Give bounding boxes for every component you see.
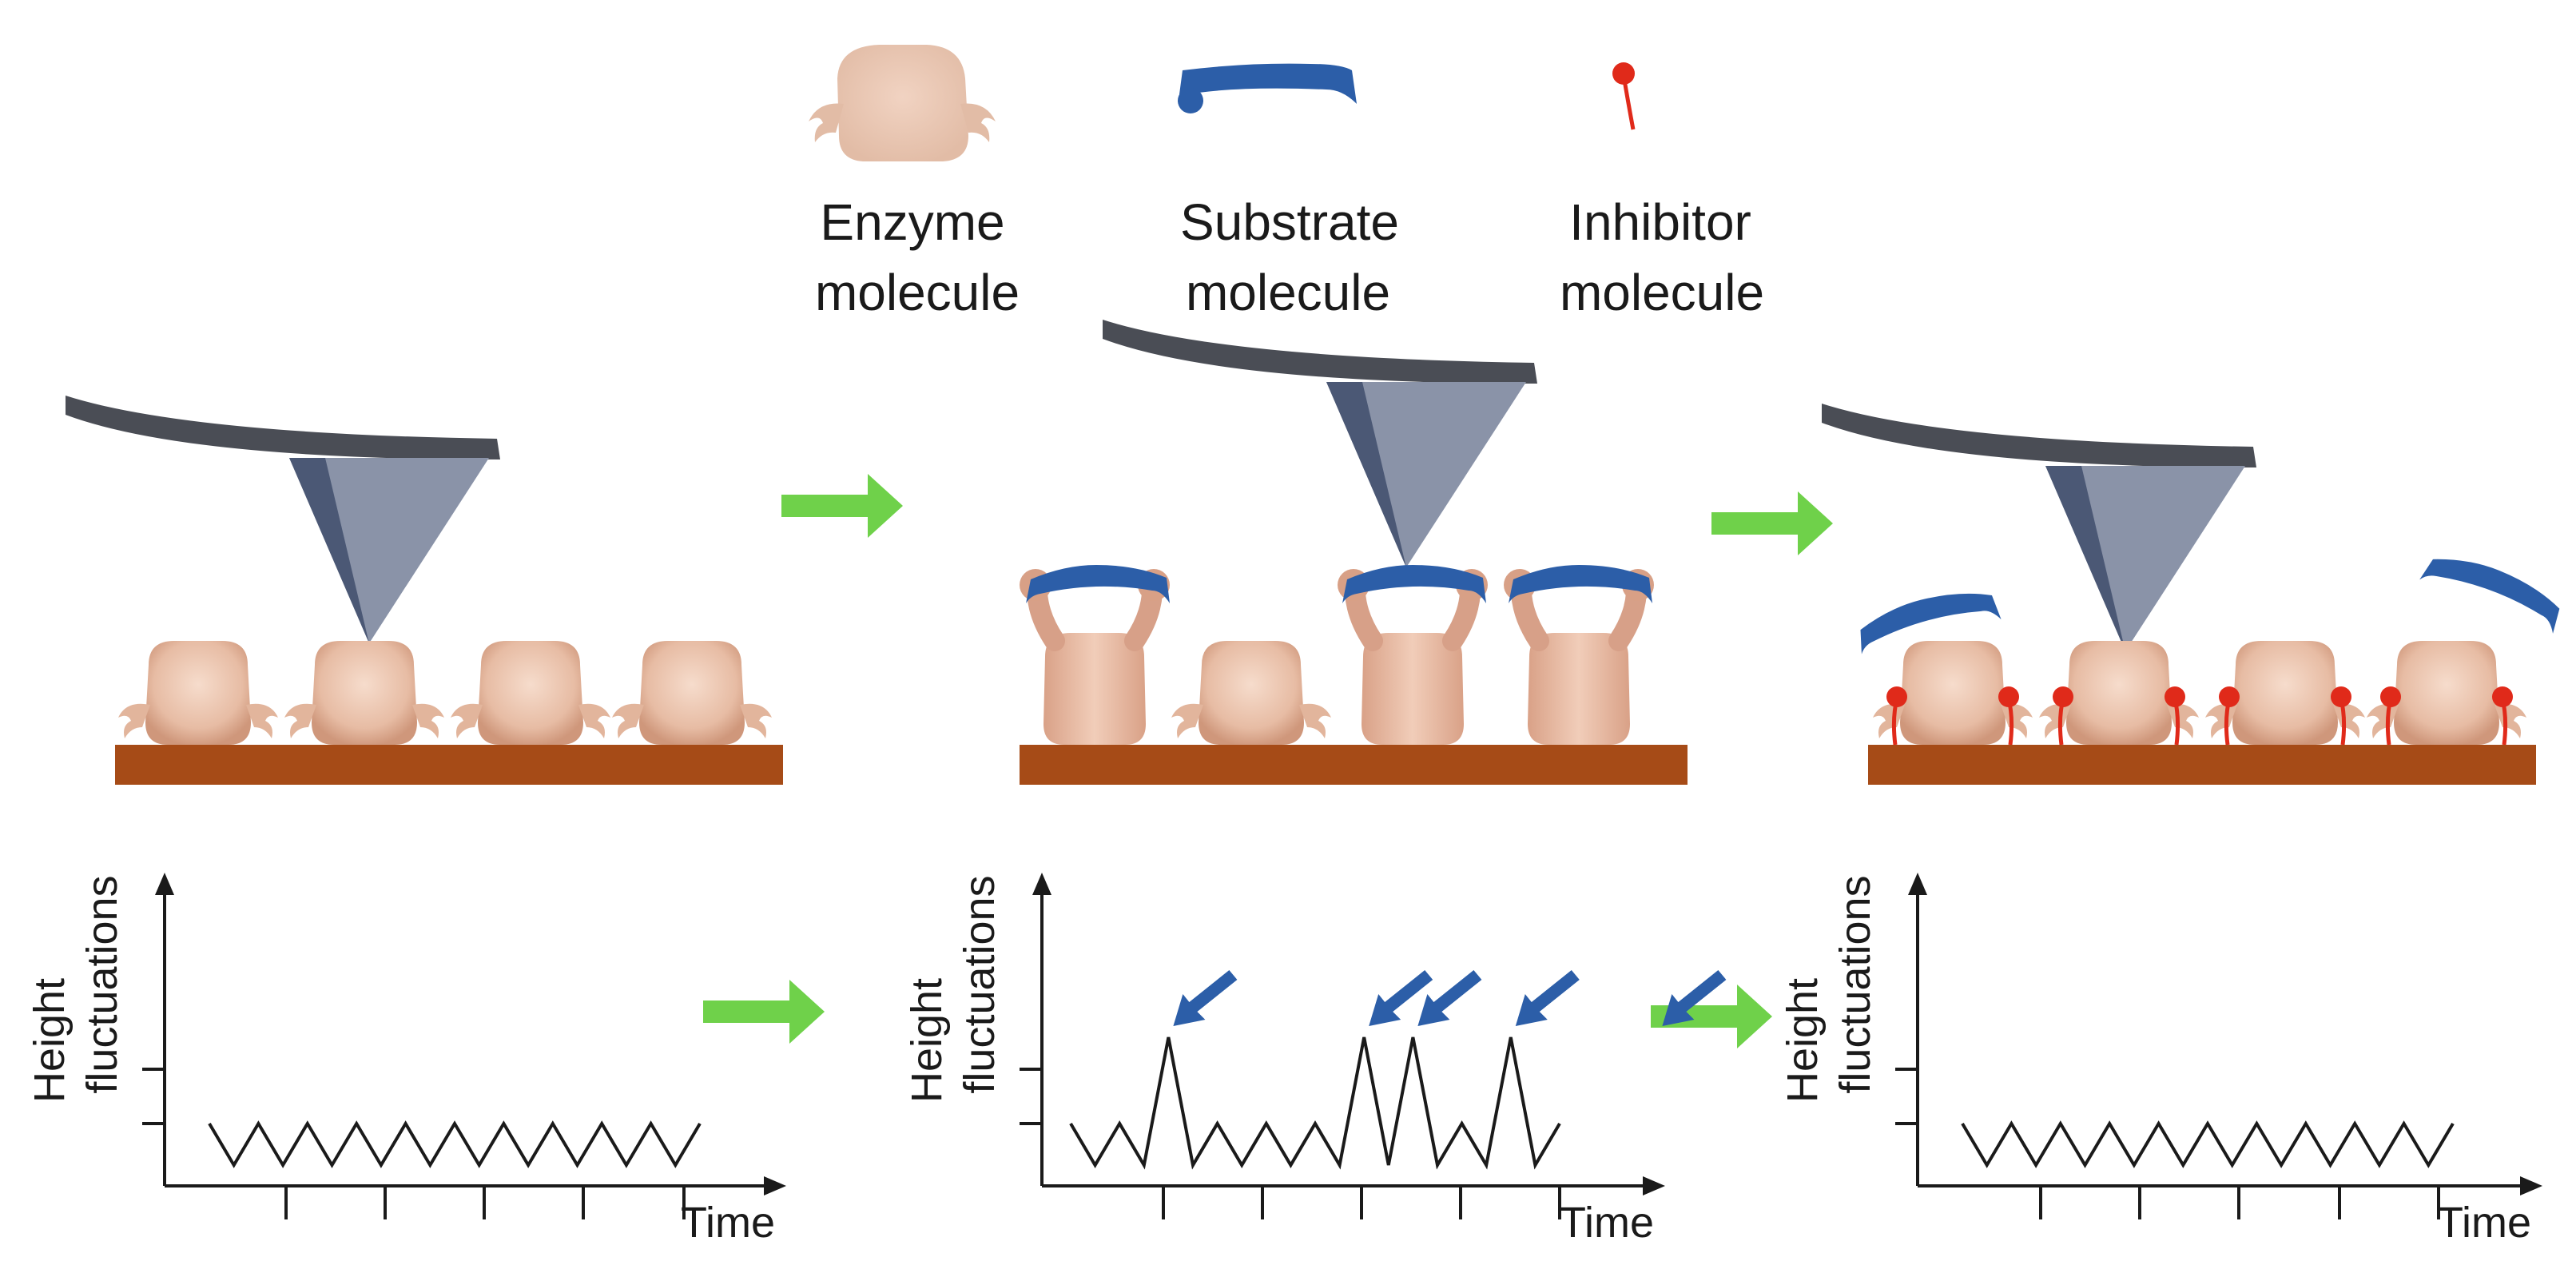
y-axis-arrowhead bbox=[1032, 873, 1051, 895]
x-axis-label: Time bbox=[681, 1199, 775, 1247]
afm-probe-icon bbox=[66, 396, 500, 643]
x-axis-label: Time bbox=[1560, 1199, 1654, 1247]
inhibitor-molecule-icon bbox=[2219, 686, 2240, 746]
x-axis-arrowhead bbox=[2520, 1176, 2542, 1195]
inhibitor-group bbox=[1886, 686, 2513, 746]
panel-resting-enzymes bbox=[66, 396, 783, 785]
panel-substrate-binding bbox=[1020, 320, 1688, 785]
blue-arrow-icon bbox=[1173, 970, 1238, 1026]
substrate-surface bbox=[1868, 745, 2536, 785]
inhibitor-molecule-icon bbox=[1612, 62, 1636, 130]
inhibitor-molecule-icon bbox=[2492, 686, 2513, 746]
inhibitor-molecule-icon bbox=[2331, 686, 2351, 746]
height-trace-line bbox=[1069, 1036, 1561, 1170]
inhibitor-molecule-icon bbox=[1886, 686, 1907, 746]
enzyme-molecule-icon bbox=[1504, 569, 1654, 745]
enzyme-molecule-icon bbox=[118, 641, 278, 745]
inhibitor-legend-label-line2: molecule bbox=[1560, 264, 1764, 321]
substrate-legend-label-line2: molecule bbox=[1186, 264, 1390, 321]
green-right-arrow-icon bbox=[703, 980, 825, 1044]
y-axis-label-line2: fluctuations bbox=[78, 875, 126, 1093]
height-trace-line bbox=[1961, 1120, 2455, 1168]
enzyme-molecule-icon bbox=[284, 641, 444, 745]
green-right-arrow-icon bbox=[781, 474, 903, 538]
y-axis-label-line1: Height bbox=[903, 978, 951, 1103]
green-right-arrow-icon bbox=[1711, 491, 1833, 555]
enzyme-molecule-icon bbox=[1338, 569, 1488, 745]
x-axis-arrowhead bbox=[1643, 1176, 1665, 1195]
substrate-molecule-icon bbox=[2419, 543, 2568, 634]
y-axis-label-line1: Height bbox=[26, 978, 74, 1103]
x-axis-label: Time bbox=[2437, 1199, 2531, 1247]
substrate-surface bbox=[1020, 745, 1688, 785]
y-axis-arrowhead bbox=[1908, 873, 1927, 895]
height-trace-line bbox=[208, 1120, 702, 1168]
inhibitor-legend-label-line1: Inhibitor bbox=[1569, 193, 1751, 251]
y-axis-arrowhead bbox=[155, 873, 174, 895]
y-axis-label-line1: Height bbox=[1779, 978, 1827, 1103]
enzyme-molecule-icon bbox=[809, 45, 996, 161]
blue-arrow-icon bbox=[1515, 970, 1580, 1026]
y-axis-label-line2: fluctuations bbox=[1831, 875, 1879, 1093]
afm-probe-icon bbox=[1103, 320, 1537, 567]
substrate-molecule-icon bbox=[1178, 63, 1357, 113]
enzyme-molecule-icon bbox=[451, 641, 610, 745]
enzyme-legend-label-line2: molecule bbox=[815, 264, 1020, 321]
inhibitor-molecule-icon bbox=[2380, 686, 2401, 746]
enzyme-molecule-icon bbox=[1020, 569, 1170, 745]
enzyme-molecule-icon bbox=[1171, 641, 1331, 745]
legend: Enzyme molecule Substrate molecule Inhib… bbox=[809, 45, 1764, 321]
inhibitor-molecule-icon bbox=[2053, 686, 2073, 746]
inhibitor-molecule-icon bbox=[2165, 686, 2185, 746]
enzyme-legend-label-line1: Enzyme bbox=[820, 193, 1004, 251]
panel-inhibited-enzymes bbox=[1822, 404, 2568, 785]
substrate-legend-label-line1: Substrate bbox=[1180, 193, 1399, 251]
inhibitor-molecule-icon bbox=[1998, 686, 2019, 746]
substrate-surface bbox=[115, 745, 783, 785]
x-axis-arrowhead bbox=[764, 1176, 786, 1195]
enzyme-molecule-icon bbox=[612, 641, 772, 745]
y-axis-label-line2: fluctuations bbox=[956, 875, 1004, 1093]
